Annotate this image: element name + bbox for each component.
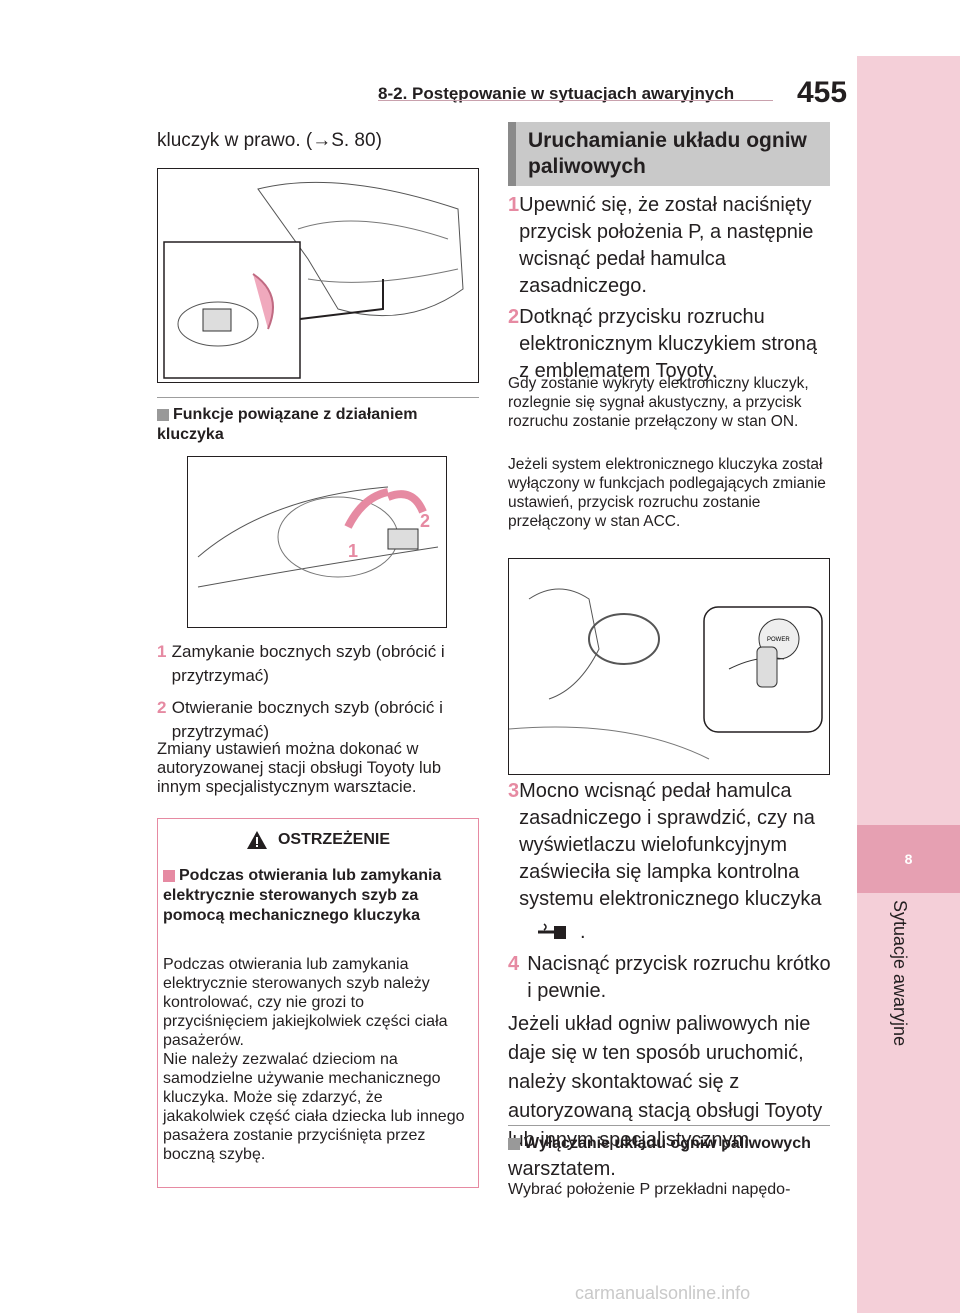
warning-triangle-icon	[246, 831, 267, 849]
step-item: 4 Nacisnąć przycisk rozruchu krótko i pe…	[508, 953, 831, 1002]
power-button-label: POWER	[767, 637, 790, 643]
list-item: 1 Zamykanie bocznych szyb (obrócić i prz…	[157, 642, 445, 685]
square-bullet-icon	[508, 1137, 520, 1150]
intro-text: kluczyk w prawo. (→S. 80)	[157, 130, 382, 151]
acc-note: Jeżeli system elektronicznego kluczyka z…	[508, 456, 826, 530]
subheading-shutdown: Wyłączanie układu ogniw paliwowych	[508, 1134, 830, 1154]
warning-title-row: OSTRZEŻENIE	[158, 820, 478, 860]
divider	[157, 397, 479, 398]
list-item: 2 Otwieranie bocznych szyb (obrócić i pr…	[157, 698, 443, 741]
square-bullet-icon	[163, 869, 175, 882]
figure-key-turn: 1 2	[187, 456, 447, 628]
step-item: 3 Mocno wcisnąć pedał hamulca zasadnicze…	[508, 780, 822, 910]
warning-heading: Podczas otwierania lub zamykania elektry…	[163, 867, 442, 924]
chapter-number-tab[interactable]: 8	[857, 825, 960, 893]
page-number: 455	[797, 76, 848, 109]
figure-door-lock	[157, 168, 479, 383]
smart-key-indicator-icon	[538, 923, 566, 939]
shutdown-text: Wybrać położenie P przekładni napędo-	[508, 1181, 791, 1198]
chapter-number: 8	[904, 851, 913, 867]
warning-box	[157, 818, 479, 1188]
start-steps-2: 3 Mocno wcisnąć pedał hamulca zasadnicze…	[508, 778, 838, 1005]
warning-body-1: Podczas otwierania lub zamykania elektry…	[163, 956, 448, 1049]
driver-start-illustration: POWER	[508, 588, 823, 760]
start-steps: 1 Upewnić się, że został naciśnięty przy…	[508, 192, 830, 385]
figure-label-2: 2	[420, 511, 430, 531]
detection-note: Gdy zostanie wykryty elektroniczny klucz…	[508, 375, 809, 430]
footer-watermark: carmanualsonline.info	[575, 1283, 751, 1303]
figure-label-1: 1	[348, 541, 358, 561]
key-turn-illustration: 1 2	[197, 486, 439, 588]
section-title: Uruchamianie układu ogniw paliwowych	[508, 122, 830, 186]
square-bullet-icon	[157, 408, 169, 421]
warning-title: OSTRZEŻENIE	[277, 831, 390, 848]
fallback-note: Jeżeli układ ogniw paliwowych nie daje s…	[508, 1013, 823, 1180]
chapter-sidebar	[857, 56, 960, 1313]
function-list: 1 Zamykanie bocznych szyb (obrócić i prz…	[157, 640, 477, 744]
step-item: 1 Upewnić się, że został naciśnięty przy…	[508, 194, 814, 297]
warning-body-2: Nie należy zezwalać dzieciom na samodzie…	[163, 1051, 465, 1163]
step-item: 2 Dotknąć przycisku rozruchu elektronicz…	[508, 306, 817, 382]
figure-driver-start: POWER	[508, 558, 830, 775]
header-rule	[378, 100, 773, 101]
car-rear-illustration	[163, 181, 464, 379]
chapter-title-vertical: Sytuacje awaryjne	[890, 900, 910, 1047]
key-indicator-row: .	[536, 919, 838, 945]
settings-note: Zmiany ustawień można dokonać w autoryzo…	[157, 740, 442, 796]
divider	[508, 1125, 830, 1126]
section-header: 8-2. Postępowanie w sytuacjach awaryjnyc…	[378, 84, 735, 103]
subheading-functions: Funkcje powiązane z działaniem kluczyka	[157, 406, 418, 443]
